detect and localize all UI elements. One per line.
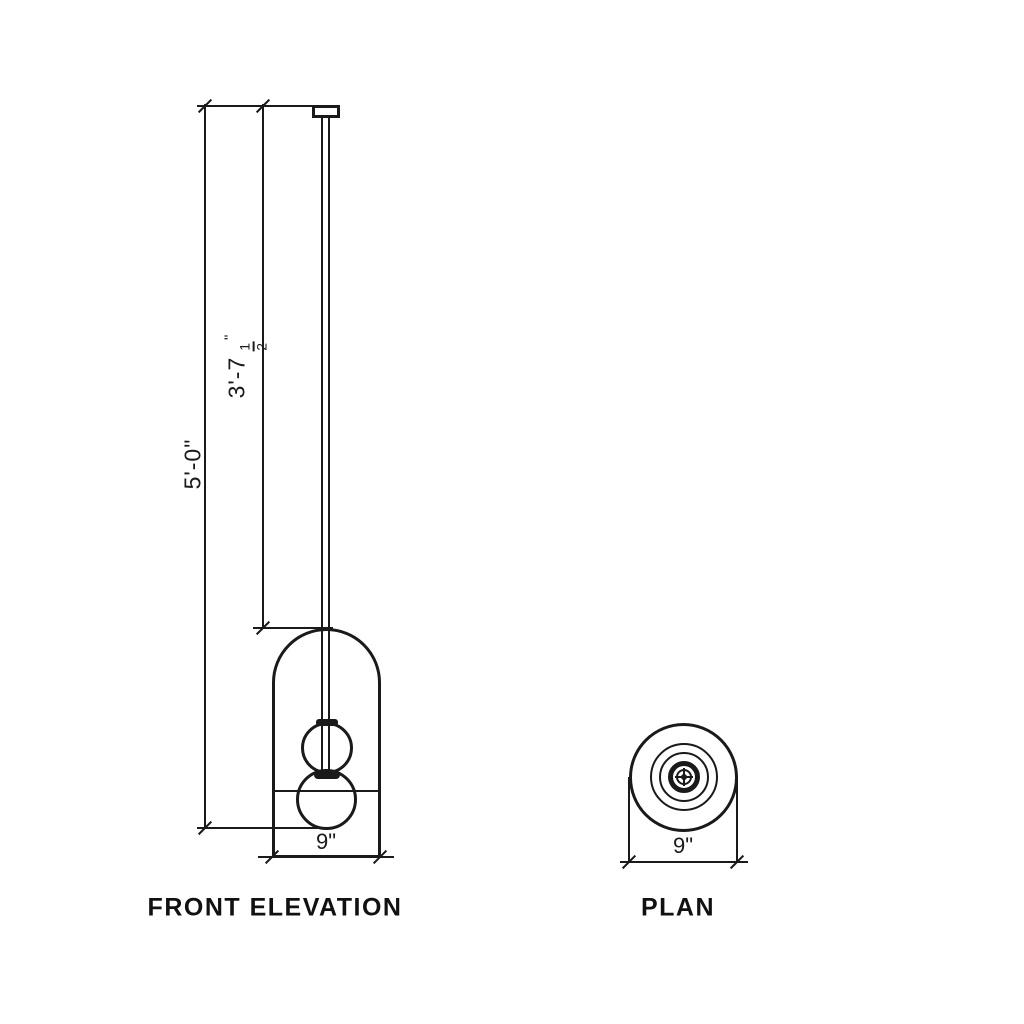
plan-width-dim-label: 9" xyxy=(672,833,694,858)
upper-glass-sphere xyxy=(301,722,353,774)
overall-height-dim-label: 5'-0" xyxy=(179,438,206,490)
lower-glass-sphere xyxy=(296,769,357,830)
plan-extension-line-left xyxy=(628,777,630,862)
hang-rod xyxy=(321,117,330,772)
shade-width-dim-label: 9" xyxy=(315,829,337,854)
plan-extension-line-right xyxy=(736,777,738,862)
plan-socket-ring xyxy=(668,761,700,793)
plan-width-dim-line xyxy=(620,861,748,863)
fraction-numerator: 1 xyxy=(237,340,255,352)
front-elevation-caption: FRONT ELEVATION xyxy=(147,893,403,922)
rod-collar xyxy=(316,719,338,726)
ceiling-canopy xyxy=(312,105,340,118)
shade-top-extension-line xyxy=(253,627,333,629)
plan-caption: PLAN xyxy=(640,893,716,922)
shade-width-dim-line xyxy=(258,856,394,858)
plan-center-dot xyxy=(681,774,687,780)
fraction-denominator: 2 xyxy=(254,341,270,351)
drop-height-dim-line xyxy=(262,104,264,629)
fixture-bottom-extension-line xyxy=(197,827,335,829)
overall-height-dim-line xyxy=(204,104,206,829)
inch-mark: " xyxy=(221,333,239,340)
plan-inner-circle-3 xyxy=(659,752,709,802)
plan-inner-circle-2 xyxy=(650,743,718,811)
drop-height-whole: 3'-7 xyxy=(223,356,250,399)
sphere-junction-collar xyxy=(314,771,340,779)
plan-shade-circle xyxy=(629,723,738,832)
ceiling-extension-line xyxy=(197,105,340,107)
